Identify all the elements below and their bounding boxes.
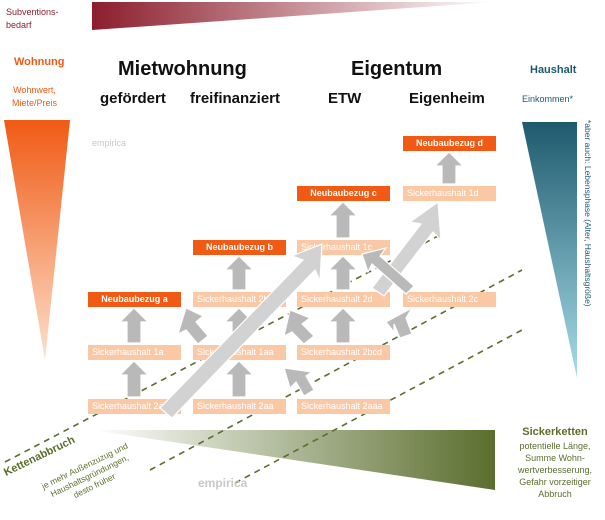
seepage-chains-line1: potentielle Länge,	[519, 441, 591, 451]
seep-household-1c: Sickerhaushalt 1c	[297, 240, 390, 255]
subsidy-wedge	[92, 2, 495, 30]
new-build-d: Neubaubezug d	[403, 136, 496, 151]
housing-value-triangle	[4, 120, 70, 360]
new-build-c: Neubaubezug c	[297, 186, 390, 201]
income-triangle	[522, 122, 577, 378]
watermark-bottom: empirica	[198, 476, 248, 490]
seep-household-2d: Sickerhaushalt 2d	[297, 292, 390, 307]
new-build-a: Neubaubezug a	[88, 292, 181, 307]
dashed-divider-2	[149, 269, 523, 471]
seep-household-1a: Sickerhaushalt 1a	[88, 345, 181, 360]
seep-household-2c: Sickerhaushalt 2c	[403, 292, 496, 307]
header-single-family-home: Eigenheim	[409, 90, 485, 107]
income-label: Einkommen*	[522, 94, 574, 104]
seep-household-1aa: Sickerhaushalt 1aa	[193, 345, 286, 360]
seep-household-2bcd: Sickerhaushalt 2bcd	[297, 345, 390, 360]
housing-subtitle: Wohnwert, Miete/Preis	[12, 84, 57, 110]
seep-household-2b: Sickerhaushalt 2b	[193, 292, 286, 307]
housing-title: Wohnung	[14, 56, 65, 68]
header-privately-financed: freifinanziert	[190, 90, 281, 107]
footnote-vertical: *aber auch: Lebensphase (Alter, Haushalt…	[583, 120, 593, 307]
subsidy-label: Subventions- bedarf	[6, 6, 59, 32]
seepage-chains-line5: Abbruch	[538, 489, 572, 499]
header-condominium: ETW	[328, 90, 362, 107]
seep-household-2aa: Sickerhaushalt 2aa	[193, 399, 286, 414]
new-build-b: Neubaubezug b	[193, 240, 286, 255]
seepage-chains-line3: wertverbesserung,	[517, 465, 593, 475]
seepage-chains-line2: Summe Wohn-	[525, 453, 585, 463]
seepage-chains-line4: Gefahr vorzeitiger	[519, 477, 591, 487]
seepage-chains-block: Sickerketten potentielle Länge, Summe Wo…	[507, 426, 603, 500]
watermark-top: empirica	[92, 138, 127, 148]
seepage-chains-title: Sickerketten	[522, 426, 588, 438]
seepage-chain-wedge	[92, 430, 495, 490]
housing-subtitle-line1: Wohnwert,	[13, 85, 56, 95]
seep-household-1d: Sickerhaushalt 1d	[403, 186, 496, 201]
seep-household-2aaa: Sickerhaushalt 2aaa	[297, 399, 390, 414]
header-ownership: Eigentum	[351, 58, 443, 80]
seep-household-2ac: Sickerhaushalt 2ac	[88, 399, 181, 414]
subsidy-label-line1: Subventions-	[6, 7, 59, 17]
subsidy-label-line2: bedarf	[6, 20, 32, 30]
household-title: Haushalt	[530, 64, 577, 76]
header-subsidized: gefördert	[100, 90, 166, 107]
housing-subtitle-line2: Miete/Preis	[12, 98, 58, 108]
header-rental: Mietwohnung	[118, 58, 247, 80]
